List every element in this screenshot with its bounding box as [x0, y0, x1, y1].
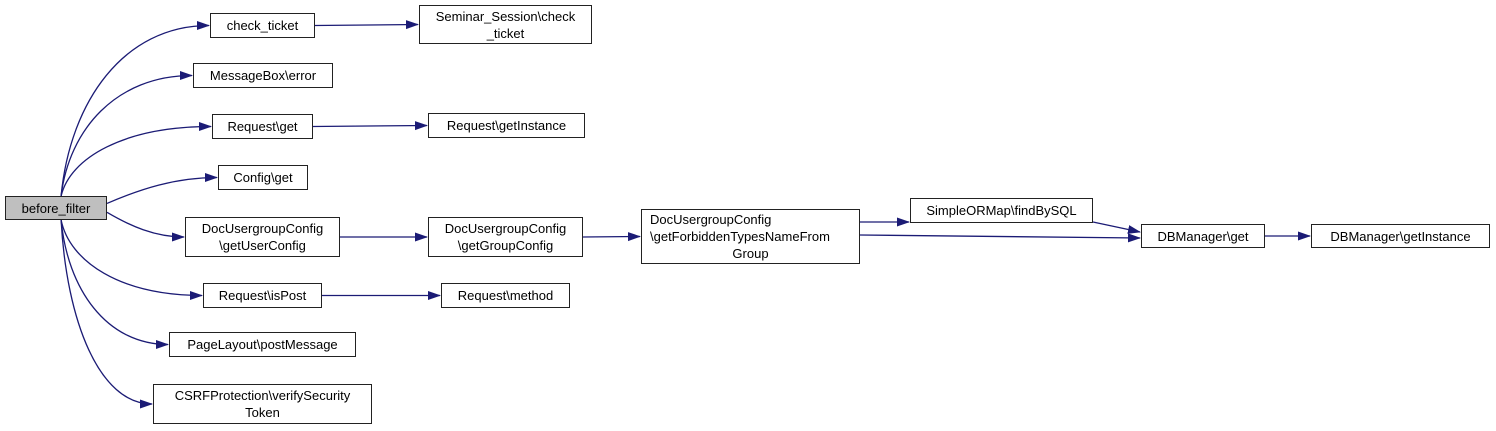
- node-label-line: Request\method: [457, 288, 554, 303]
- node-docusergroupconfig_getuserconfig[interactable]: DocUsergroupConfig \getUserConfig: [185, 217, 340, 257]
- node-label-line: before_filter: [21, 200, 91, 216]
- node-label-line: CSRFProtection\verifySecurity: [174, 388, 351, 403]
- node-label-line: PageLayout\postMessage: [187, 337, 338, 352]
- edge-check_ticket-to-seminar_session_check_ticket: [314, 20, 419, 30]
- node-label-line: Token: [245, 405, 280, 420]
- node-label-line: SimpleORMap\findBySQL: [926, 203, 1077, 218]
- edge-before_filter-to-request_ispost: [60, 219, 203, 300]
- node-label-line: DBManager\get: [1157, 228, 1249, 244]
- node-docusergroupconfig_getgroupconfig[interactable]: DocUsergroupConfig \getGroupConfig: [428, 217, 583, 257]
- node-label-line: Group: [732, 246, 769, 261]
- node-label-line: Seminar_Session\check: [435, 8, 576, 24]
- edge-before_filter-to-config_get: [106, 173, 218, 205]
- node-request_get[interactable]: Request\get: [212, 114, 313, 139]
- node-check_ticket[interactable]: check_ticket: [210, 13, 315, 38]
- edge-before_filter-to-check_ticket: [60, 21, 210, 197]
- node-simpleormap_findbysql[interactable]: SimpleORMap\findBySQL: [910, 198, 1093, 223]
- edge-simpleormap_findbysql-to-dbmanager_get: [1092, 221, 1141, 234]
- node-label-line: \getUserConfig: [219, 238, 306, 253]
- node-label-line: check_ticket: [226, 18, 299, 33]
- node-dbmanager_getinstance[interactable]: DBManager\getInstance: [1311, 224, 1490, 248]
- edge-docusergroupconfig_getforbiddentypesnamefromgroup-to-dbmanager_get: [859, 233, 1141, 243]
- node-request_method[interactable]: Request\method: [441, 283, 570, 308]
- node-label-line: DBManager\getInstance: [1330, 228, 1471, 244]
- edge-before_filter-to-docusergroupconfig_getuserconfig: [106, 211, 185, 242]
- node-label-line: \getForbiddenTypesNameFrom: [650, 229, 830, 244]
- node-pagelayout_postmessage[interactable]: PageLayout\postMessage: [169, 332, 356, 357]
- node-request_getinstance[interactable]: Request\getInstance: [428, 113, 585, 138]
- node-dbmanager_get[interactable]: DBManager\get: [1141, 224, 1265, 248]
- node-config_get[interactable]: Config\get: [218, 165, 308, 190]
- edge-docusergroupconfig_getgroupconfig-to-docusergroupconfig_getforbiddentypesnamefromgroup: [582, 232, 641, 242]
- node-label-line: _ticket: [486, 25, 525, 41]
- edge-before_filter-to-messagebox_error: [60, 71, 193, 197]
- node-label-line: DocUsergroupConfig: [201, 221, 324, 236]
- node-label-line: Request\getInstance: [446, 118, 567, 133]
- node-label-line: MessageBox\error: [209, 68, 317, 83]
- node-label-line: \getGroupConfig: [457, 238, 554, 253]
- node-label-line: DocUsergroupConfig: [650, 212, 772, 227]
- edge-before_filter-to-pagelayout_postmessage: [60, 219, 169, 349]
- edge-request_get-to-request_getinstance: [312, 121, 428, 131]
- edge-before_filter-to-csrfprotection_verifysecuritytoken: [60, 219, 153, 409]
- node-before_filter: before_filter: [5, 196, 107, 220]
- node-label-line: Config\get: [233, 170, 293, 185]
- node-label-line: DocUsergroupConfig: [444, 221, 567, 236]
- node-docusergroupconfig_getforbiddentypesnamefromgroup[interactable]: DocUsergroupConfig \getForbiddenTypesName…: [641, 209, 860, 264]
- node-seminar_session_check_ticket[interactable]: Seminar_Session\check_ticket: [419, 5, 592, 44]
- node-request_ispost[interactable]: Request\isPost: [203, 283, 322, 308]
- node-messagebox_error[interactable]: MessageBox\error: [193, 63, 333, 88]
- edge-before_filter-to-request_get: [60, 122, 212, 197]
- node-label-line: Request\get: [227, 119, 298, 134]
- node-label-line: Request\isPost: [218, 288, 307, 303]
